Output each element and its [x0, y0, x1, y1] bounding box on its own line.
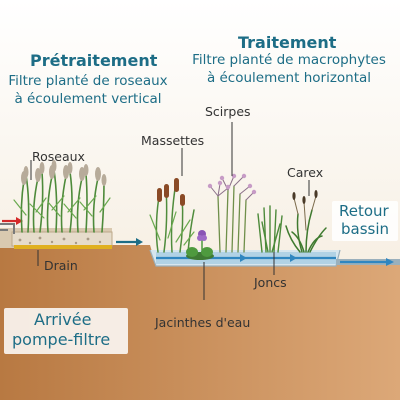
traitement-subtitle-line2: à écoulement horizontal [206, 70, 372, 86]
joncs-plants [257, 205, 283, 253]
transfer-arrow [116, 238, 143, 246]
arrivee-box [4, 308, 128, 354]
horizontal-basin [149, 249, 341, 267]
arrivee-line2: pompe-filtre [12, 330, 111, 349]
drain-pipe [14, 245, 112, 249]
pretraitement-subtitle-line2: à écoulement vertical [14, 91, 162, 107]
label-carex: Carex [287, 165, 324, 180]
roseaux-plants [13, 160, 111, 233]
arrivee-line1: Arrivée [34, 310, 92, 329]
inflow-arrow [2, 217, 23, 225]
retour-bassin-box [332, 201, 398, 241]
inflow-pipe [0, 223, 15, 234]
retour-line2: bassin [341, 220, 390, 238]
label-massettes: Massettes [141, 133, 205, 148]
outlet-pipe [336, 258, 400, 266]
label-joncs: Joncs [254, 275, 287, 290]
traitement-title: Traitement [238, 33, 337, 52]
pretraitement-title: Prétraitement [30, 51, 158, 70]
label-scirpes: Scirpes [205, 104, 251, 119]
massettes-plants [149, 178, 195, 253]
retour-line1: Retour [339, 202, 389, 220]
pretraitement-subtitle-line1: Filtre planté de roseaux [8, 73, 168, 89]
traitement-subtitle-line1: Filtre planté de macrophytes [192, 52, 386, 68]
ground-soil [0, 245, 400, 400]
label-drain: Drain [44, 258, 78, 273]
scirpes-plants [207, 173, 257, 253]
label-roseaux: Roseaux [32, 149, 85, 164]
carex-plants [285, 190, 327, 253]
jacinthe-plant [186, 230, 214, 300]
vertical-filter-bed [0, 228, 113, 249]
leader-lines [30, 122, 310, 275]
label-jacinthes: Jacinthes d'eau [155, 315, 251, 330]
